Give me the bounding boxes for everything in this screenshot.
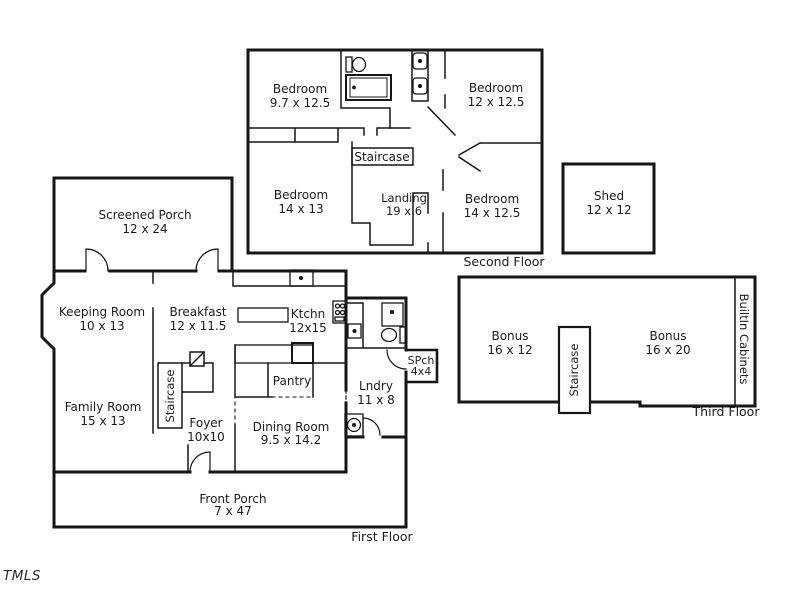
room-label: Front Porch [199, 492, 266, 506]
room-dims: 9.7 x 12.5 [270, 96, 331, 110]
room-dims: 12x15 [289, 321, 327, 335]
porch-door-arc [85, 248, 109, 272]
second-floor-outline [246, 48, 544, 255]
room-label: Dining Room [253, 420, 330, 434]
bathroom-fixtures [345, 52, 428, 101]
room-dims: 12 x 11.5 [170, 319, 227, 333]
room-label: Ktchn [291, 307, 325, 321]
room-label: Bonus [649, 329, 686, 343]
vanity-sink-icon [381, 302, 404, 327]
room-dims: 7 x 47 [214, 504, 252, 518]
room-label: Breakfast [169, 305, 226, 319]
counter [234, 344, 314, 364]
toilet-icon [380, 327, 398, 343]
first-floor-fixtures [289, 269, 407, 437]
room-label: Landing [381, 191, 427, 205]
side-porch-door-arc [386, 349, 407, 370]
room-dims: 16 x 12 [487, 343, 532, 357]
floor-caption: Second Floor [463, 254, 545, 269]
bathtub-icon [345, 74, 392, 101]
room-label: Lndry [359, 379, 393, 393]
staircase-label: Staircase [567, 344, 581, 397]
chase-box [189, 351, 205, 367]
room-label: Foyer [189, 416, 222, 430]
room-label: Shed [594, 189, 624, 203]
staircase-box [557, 325, 592, 415]
room-dims: 15 x 13 [80, 414, 125, 428]
room-dims: 10x10 [187, 430, 225, 444]
room-dims: 16 x 20 [645, 343, 690, 357]
room-label: Bedroom [273, 82, 327, 96]
front-porch-outline [52, 435, 408, 529]
room-dims: 9.5 x 14.2 [261, 433, 322, 447]
laundry-door-arc [362, 417, 381, 436]
room-label: Screened Porch [98, 208, 191, 222]
room-dims: 12 x 12 [586, 203, 631, 217]
fridge-icon [291, 342, 314, 364]
shed-outline [561, 162, 656, 255]
floor-caption: First Floor [351, 529, 413, 544]
room-dims: 14 x 13 [278, 202, 323, 216]
first-floor-plan [40, 176, 439, 529]
room-label: Pantry [273, 374, 311, 388]
stove-icon [332, 300, 347, 324]
room-label: SPch [408, 354, 435, 367]
staircase-box [157, 362, 183, 429]
floor-caption: Third Floor [692, 404, 761, 419]
toilet-icon [345, 56, 353, 73]
side-porch-outline [404, 348, 439, 384]
staircase-box [351, 147, 414, 166]
sink-icon [412, 77, 428, 95]
third-floor-plan [457, 275, 757, 415]
porch-door-arc [195, 248, 219, 272]
room-dims: 4x4 [411, 365, 432, 378]
room-label: Family Room [65, 400, 142, 414]
labels: Bedroom 9.7 x 12.5 Bedroom 12 x 12.5 Bed… [59, 81, 760, 544]
room-dims: 11 x 8 [357, 393, 395, 407]
third-floor-outline [457, 275, 757, 408]
sink-icon [412, 52, 428, 70]
room-dims: 12 x 24 [122, 222, 167, 236]
room-dims: 12 x 12.5 [468, 95, 525, 109]
door-swings [85, 248, 407, 473]
room-label: Keeping Room [59, 305, 145, 319]
staircase-label: Staircase [354, 150, 409, 164]
room-dims: 10 x 13 [79, 319, 124, 333]
room-dims: 14 x 12.5 [464, 206, 521, 220]
half-bath-sink-icon [347, 323, 362, 339]
island-counter [237, 307, 289, 323]
staircase-label: Staircase [163, 370, 177, 423]
room-label: Bedroom [469, 81, 523, 95]
screened-porch-outline [52, 176, 234, 273]
kitchen-sink-icon [289, 269, 314, 287]
front-door-arc [189, 451, 211, 473]
tmls-watermark: TMLS [3, 568, 41, 584]
second-floor-plan [246, 48, 544, 255]
builtin-cabinets-label: BuiltIn Cabinets [737, 294, 751, 385]
room-dims: 19 x 6 [386, 204, 422, 218]
room-label: Bonus [491, 329, 528, 343]
room-label: Bedroom [274, 188, 328, 202]
room-label: Bedroom [465, 192, 519, 206]
